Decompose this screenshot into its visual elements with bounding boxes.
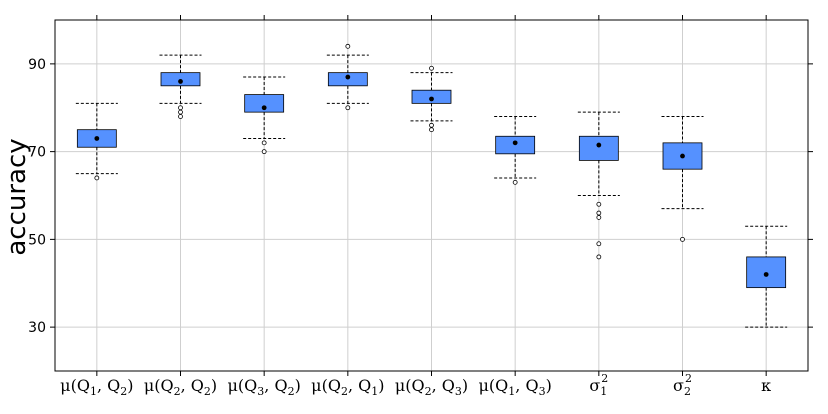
x-tick-label-part: ) bbox=[462, 376, 468, 395]
outlier-point bbox=[178, 105, 183, 111]
box-1 bbox=[75, 102, 118, 181]
box-7 bbox=[577, 111, 620, 260]
x-tick-label-part: σ bbox=[673, 376, 684, 395]
mean-point bbox=[512, 140, 518, 146]
x-tick-label-part: 2 bbox=[174, 385, 181, 398]
x-tick-label: μ(Q1, Q2) bbox=[60, 376, 133, 398]
x-tick-label: μ(Q2, Q1) bbox=[311, 376, 384, 398]
outlier-point bbox=[345, 105, 351, 111]
x-tick-label-part: μ(Q bbox=[479, 376, 509, 395]
interquartile-box bbox=[578, 135, 619, 161]
x-tick-label-part: 2 bbox=[425, 385, 432, 398]
y-axis: 30 50 70 90 bbox=[28, 57, 813, 336]
box-4 bbox=[326, 43, 369, 111]
x-tick-label-part: 1 bbox=[90, 385, 97, 398]
mean-point bbox=[429, 96, 434, 102]
outlier-point bbox=[429, 127, 434, 133]
x-tick-label-part: , Q bbox=[97, 376, 120, 395]
mean-point bbox=[596, 142, 602, 148]
x-axis: μ(Q1, Q2)μ(Q2, Q2)μ(Q3, Q2)μ(Q2, Q1)μ(Q2… bbox=[60, 15, 771, 398]
x-tick-label-part: μ(Q bbox=[228, 376, 258, 395]
x-tick-label: μ(Q3, Q2) bbox=[228, 376, 301, 398]
x-tick-label-part: 1 bbox=[600, 385, 607, 398]
x-tick-label-part: , Q bbox=[264, 376, 287, 395]
outlier-point bbox=[429, 122, 434, 128]
x-tick-label-part: 3 bbox=[539, 385, 546, 398]
y-tick-label: 90 bbox=[28, 57, 46, 73]
box-8 bbox=[661, 116, 704, 242]
x-tick-label-part: ) bbox=[378, 376, 384, 395]
outlier-point bbox=[261, 149, 267, 155]
box-3 bbox=[243, 76, 286, 155]
x-tick-label: μ(Q2, Q2) bbox=[144, 376, 217, 398]
x-tick-label: σ12 bbox=[589, 372, 608, 398]
outlier-point bbox=[261, 140, 267, 146]
mean-point bbox=[178, 79, 183, 84]
box-5 bbox=[410, 65, 453, 133]
y-tick-label: 50 bbox=[28, 232, 46, 248]
x-tick-label-part: 2 bbox=[288, 385, 295, 398]
x-tick-label-part: 3 bbox=[257, 385, 264, 398]
x-tick-label-part: 1 bbox=[508, 385, 515, 398]
outlier-point bbox=[94, 175, 100, 181]
x-tick-label: μ(Q1, Q3) bbox=[479, 376, 552, 398]
mean-point bbox=[261, 105, 267, 111]
mean-point bbox=[94, 136, 100, 141]
x-tick-label-part: 3 bbox=[455, 385, 462, 398]
y-tick-label: 30 bbox=[28, 320, 46, 336]
x-tick-label-part: μ(Q bbox=[144, 376, 174, 395]
outlier-point bbox=[596, 254, 602, 260]
mean-point bbox=[680, 153, 685, 159]
x-tick-label: κ bbox=[761, 376, 771, 395]
box-6 bbox=[494, 116, 537, 185]
outlier-point bbox=[596, 201, 602, 207]
x-tick-label-part: ) bbox=[546, 376, 552, 395]
outlier-point bbox=[596, 215, 602, 220]
x-tick-label-part: 2 bbox=[601, 372, 608, 385]
outlier-point bbox=[429, 65, 434, 71]
x-tick-label: σ22 bbox=[673, 372, 692, 398]
x-tick-label-part: μ(Q bbox=[395, 376, 425, 395]
x-tick-label-part: ) bbox=[127, 376, 133, 395]
box-series bbox=[75, 43, 788, 328]
y-axis-label: accuracy bbox=[2, 138, 32, 255]
outlier-point bbox=[680, 236, 685, 242]
x-tick-label-part: 2 bbox=[684, 385, 691, 398]
x-tick-label-part: μ(Q bbox=[60, 376, 90, 395]
outlier-point bbox=[512, 179, 518, 185]
x-tick-label-part: 2 bbox=[685, 372, 692, 385]
x-tick-label-part: , Q bbox=[432, 376, 455, 395]
y-tick-label: 70 bbox=[28, 145, 46, 161]
outlier-point bbox=[178, 109, 183, 115]
outlier-point bbox=[596, 241, 602, 247]
x-tick-label-part: κ bbox=[761, 376, 771, 395]
outlier-point bbox=[178, 114, 183, 119]
box-9 bbox=[745, 225, 788, 328]
x-tick-label-part: , Q bbox=[181, 376, 204, 395]
interquartile-box bbox=[244, 94, 285, 113]
x-tick-label: μ(Q2, Q3) bbox=[395, 376, 468, 398]
mean-point bbox=[763, 272, 769, 277]
mean-point bbox=[345, 74, 351, 80]
x-tick-label-part: ) bbox=[211, 376, 217, 395]
x-tick-label-part: 2 bbox=[120, 385, 127, 398]
outlier-point bbox=[596, 210, 602, 216]
x-tick-label-part: 2 bbox=[204, 385, 211, 398]
box-2 bbox=[159, 54, 202, 119]
x-tick-label-part: 1 bbox=[371, 385, 378, 398]
x-tick-label-part: σ bbox=[589, 376, 600, 395]
x-tick-label-part: ) bbox=[295, 376, 301, 395]
x-tick-label-part: , Q bbox=[348, 376, 371, 395]
x-tick-label-part: , Q bbox=[515, 376, 538, 395]
outlier-point bbox=[345, 43, 351, 49]
x-tick-label-part: μ(Q bbox=[311, 376, 341, 395]
x-tick-label-part: 2 bbox=[341, 385, 348, 398]
